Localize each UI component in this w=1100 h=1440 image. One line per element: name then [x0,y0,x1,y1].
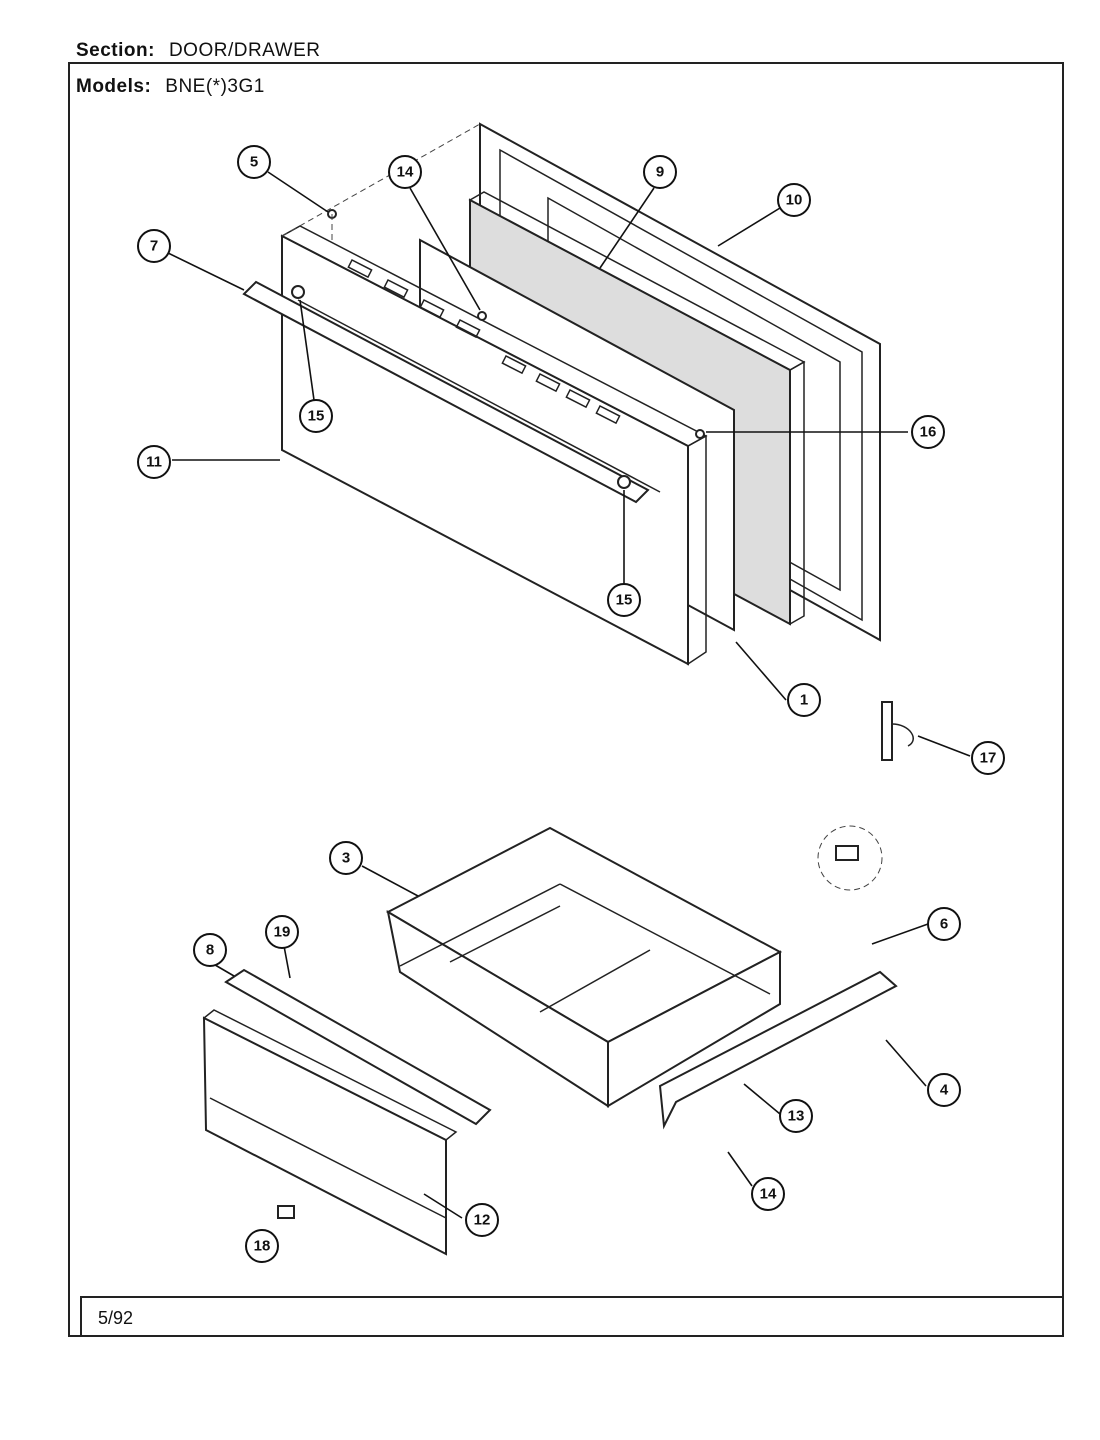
drawer-front-bracket [224,968,492,1126]
section-value: DOOR/DRAWER [168,40,321,61]
callout-label-14-upper: 14 [397,164,414,181]
callout-label-18: 18 [254,1238,271,1255]
models-value: BNE(*)3G1 [165,76,265,97]
callout-9: 9 [643,155,677,189]
drawer-slide-rail [658,970,898,1130]
callout-19: 19 [265,915,299,949]
callout-label-3: 3 [342,850,350,867]
section-heading: Section: DOOR/DRAWER [76,40,320,62]
models-heading: Models: BNE(*)3G1 [76,76,265,98]
callout-label-12: 12 [474,1212,491,1229]
callout-6: 6 [927,907,961,941]
callout-17: 17 [971,741,1005,775]
footer-divider [80,1296,1064,1298]
callout-label-9: 9 [656,164,664,181]
footer-left-rule [80,1296,82,1336]
drawer-box [385,826,783,1108]
callout-4: 4 [927,1073,961,1107]
callout-5: 5 [237,145,271,179]
callout-label-17: 17 [980,750,997,767]
callout-7: 7 [137,229,171,263]
callout-label-13: 13 [788,1108,805,1125]
callout-label-6: 6 [940,916,948,933]
callout-13: 13 [779,1099,813,1133]
callout-label-8: 8 [206,942,214,959]
door-vent-slots [347,258,621,425]
callout-8: 8 [193,933,227,967]
callout-label-7: 7 [150,238,158,255]
revision-date: 5/92 [98,1308,134,1328]
callout-label-4: 4 [940,1082,949,1099]
callout-18: 18 [245,1229,279,1263]
drawer-stop [277,1205,295,1219]
callout-11: 11 [137,445,171,479]
callout-14-upper: 14 [388,155,422,189]
callout-3: 3 [329,841,363,875]
callout-15-lower: 15 [607,583,641,617]
outer-door-panel [280,225,708,666]
detail-callout-circle [817,825,883,891]
callout-label-15-lower: 15 [616,592,633,609]
callout-12: 12 [465,1203,499,1237]
callout-label-16: 16 [920,424,937,441]
assembly-guide-line [281,123,481,237]
callout-15-upper: 15 [299,399,333,433]
leader-lines [165,171,971,1219]
callout-label-1: 1 [800,692,808,709]
callout-label-14-lower: 14 [760,1186,777,1203]
callout-14-lower: 14 [751,1177,785,1211]
callout-1: 1 [787,683,821,717]
callout-label-5: 5 [250,154,258,171]
callout-label-11: 11 [146,454,162,471]
drawer-front-panel [202,1009,458,1256]
callout-label-19: 19 [274,924,291,941]
door-hinge [881,701,914,761]
models-label: Models: [76,76,152,97]
section-label: Section: [76,40,155,61]
callout-10: 10 [777,183,811,217]
door-handle [242,280,650,504]
callout-16: 16 [911,415,945,449]
callout-label-10: 10 [786,192,803,209]
diagram-frame [68,62,1064,1337]
drawer-catch [835,845,859,861]
callout-label-15-upper: 15 [308,408,325,425]
